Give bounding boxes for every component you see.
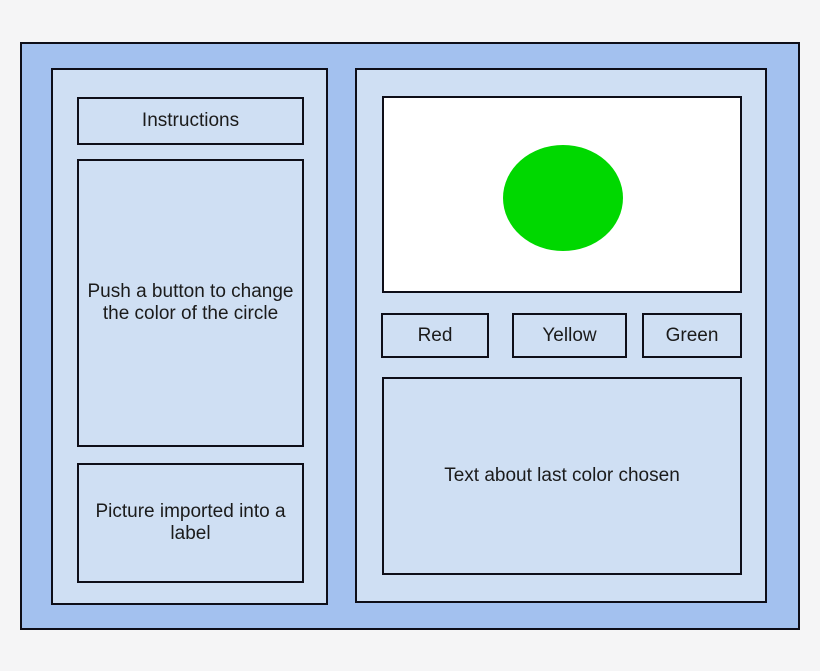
app-window-frame: Instructions Push a button to change the… xyxy=(20,42,800,630)
picture-label: Picture imported into a label xyxy=(77,463,304,583)
green-button[interactable]: Green xyxy=(642,313,742,358)
color-circle xyxy=(503,145,623,251)
status-text: Text about last color chosen xyxy=(444,465,680,487)
instruction-text-label: Push a button to change the color of the… xyxy=(77,159,304,447)
picture-label-text: Picture imported into a label xyxy=(95,501,286,544)
left-panel: Instructions Push a button to change the… xyxy=(51,68,328,605)
yellow-button[interactable]: Yellow xyxy=(512,313,627,358)
instruction-text: Push a button to change the color of the… xyxy=(87,281,294,324)
status-text-label: Text about last color chosen xyxy=(382,377,742,575)
red-button[interactable]: Red xyxy=(381,313,489,358)
instructions-label-text: Instructions xyxy=(141,110,240,132)
drawing-canvas xyxy=(382,96,742,293)
instructions-label: Instructions xyxy=(77,97,304,145)
right-panel: Red Yellow Green Text about last color c… xyxy=(355,68,767,603)
